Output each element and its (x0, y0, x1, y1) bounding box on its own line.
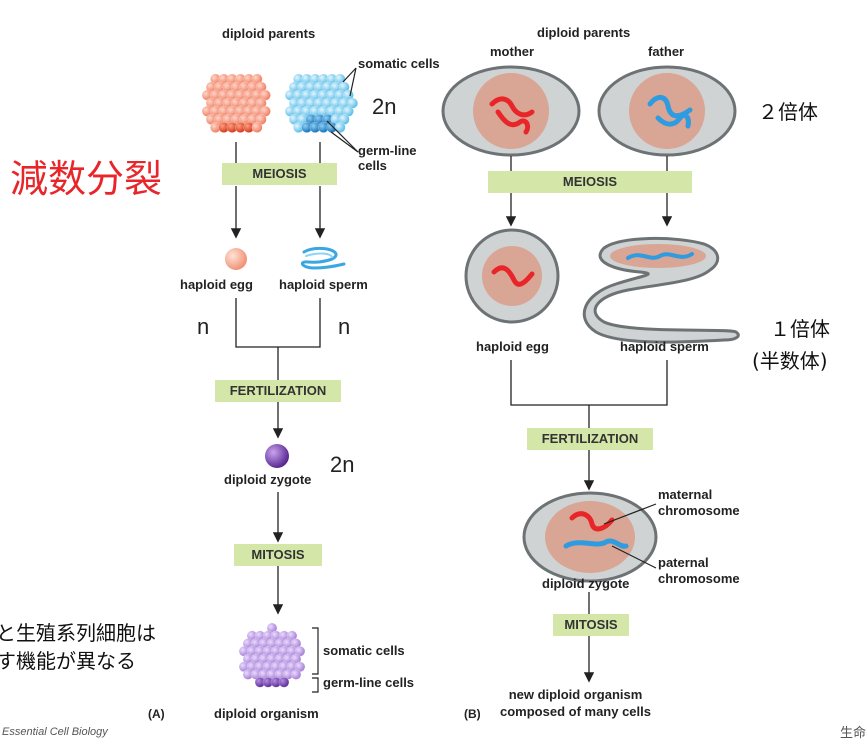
haploid-egg-label-a: haploid egg (180, 277, 253, 292)
germ-line-cells-label: germ-line cells (358, 143, 417, 173)
haploid-sperm-label-b: haploid sperm (620, 339, 709, 354)
organism-germ-line-cells-label: germ-line cells (323, 675, 415, 690)
diploid-jp-label: ２倍体 (758, 100, 818, 124)
cell-sphere (334, 121, 346, 133)
somatic-cells-pointer (342, 67, 357, 97)
mitosis-stage-bar-a: MITOSIS (234, 544, 322, 566)
fertilization-stage-bar-a: FERTILIZATION (215, 380, 341, 402)
diploid-zygote-label-b: diploid zygote (542, 576, 630, 591)
note-line-2: す機能が異なる (0, 649, 136, 673)
cell-sphere (290, 669, 302, 680)
father-label: father (648, 44, 685, 59)
half-ploid-jp-label: (半数体) (752, 349, 828, 373)
organism-bracket (312, 627, 319, 693)
panel-a-connectors (230, 142, 326, 615)
ploidy-2n-top: 2n (372, 94, 397, 119)
chromosome-pointers (603, 503, 657, 569)
haploid-sperm-coil (300, 246, 346, 270)
organism-somatic-cells-label: somatic cells (323, 643, 405, 658)
cell-sphere (251, 121, 263, 133)
panel-a-diploid-parents-label: diploid parents (222, 26, 316, 41)
haploid-jp-label: １倍体 (770, 317, 830, 341)
haploid-egg-cell-b (464, 228, 560, 324)
fertilization-stage-bar-b: FERTILIZATION (527, 428, 653, 450)
haploid-egg-cell (225, 248, 247, 270)
paternal-chromosome-label: paternal chromosome (658, 555, 740, 586)
meiosis-stage-bar-b: MEIOSIS (488, 171, 692, 193)
diploid-organism-label: diploid organism (214, 706, 319, 721)
panel-b-diploid-parents-label: diploid parents (537, 25, 631, 40)
mother-diploid-cell (441, 65, 581, 157)
diploid-zygote-label-a: diploid zygote (224, 472, 312, 487)
diploid-zygote-cell (265, 444, 289, 468)
mitosis-stage-bar-b: MITOSIS (553, 614, 629, 636)
blue-parent-cell-cluster (284, 73, 359, 133)
ploidy-2n-zygote: 2n (330, 452, 355, 477)
haploid-egg-label-b: haploid egg (476, 339, 549, 354)
panel-b-connectors (505, 156, 673, 683)
panel-a-letter: (A) (148, 707, 165, 721)
germ-line-cells-pointer (326, 120, 359, 153)
haploid-sperm-label-a: haploid sperm (279, 277, 368, 292)
father-diploid-cell (597, 65, 737, 157)
purple-organism-cell-cluster (238, 622, 306, 688)
cell-sphere (278, 676, 290, 688)
mother-label: mother (490, 44, 535, 59)
meiosis-stage-bar-a: MEIOSIS (222, 163, 337, 185)
panel-b-letter: (B) (464, 707, 481, 721)
ploidy-n-left: n (197, 314, 210, 339)
footer-source: Essential Cell Biology (2, 726, 108, 738)
maternal-chromosome-label: maternal chromosome (658, 487, 740, 518)
meiosis-jp-title: 減数分裂 (10, 157, 163, 201)
haploid-sperm-cell-b (582, 236, 740, 344)
footer-right-text: 生命 (840, 725, 866, 740)
orange-parent-cell-cluster (201, 73, 271, 133)
new-diploid-organism-label: new diploid organism composed of many ce… (500, 687, 651, 719)
somatic-cells-label: somatic cells (358, 56, 440, 71)
ploidy-n-right: n (338, 314, 351, 339)
diploid-zygote-cell-b (522, 491, 658, 583)
note-line-1: と生殖系列細胞は (0, 621, 156, 645)
